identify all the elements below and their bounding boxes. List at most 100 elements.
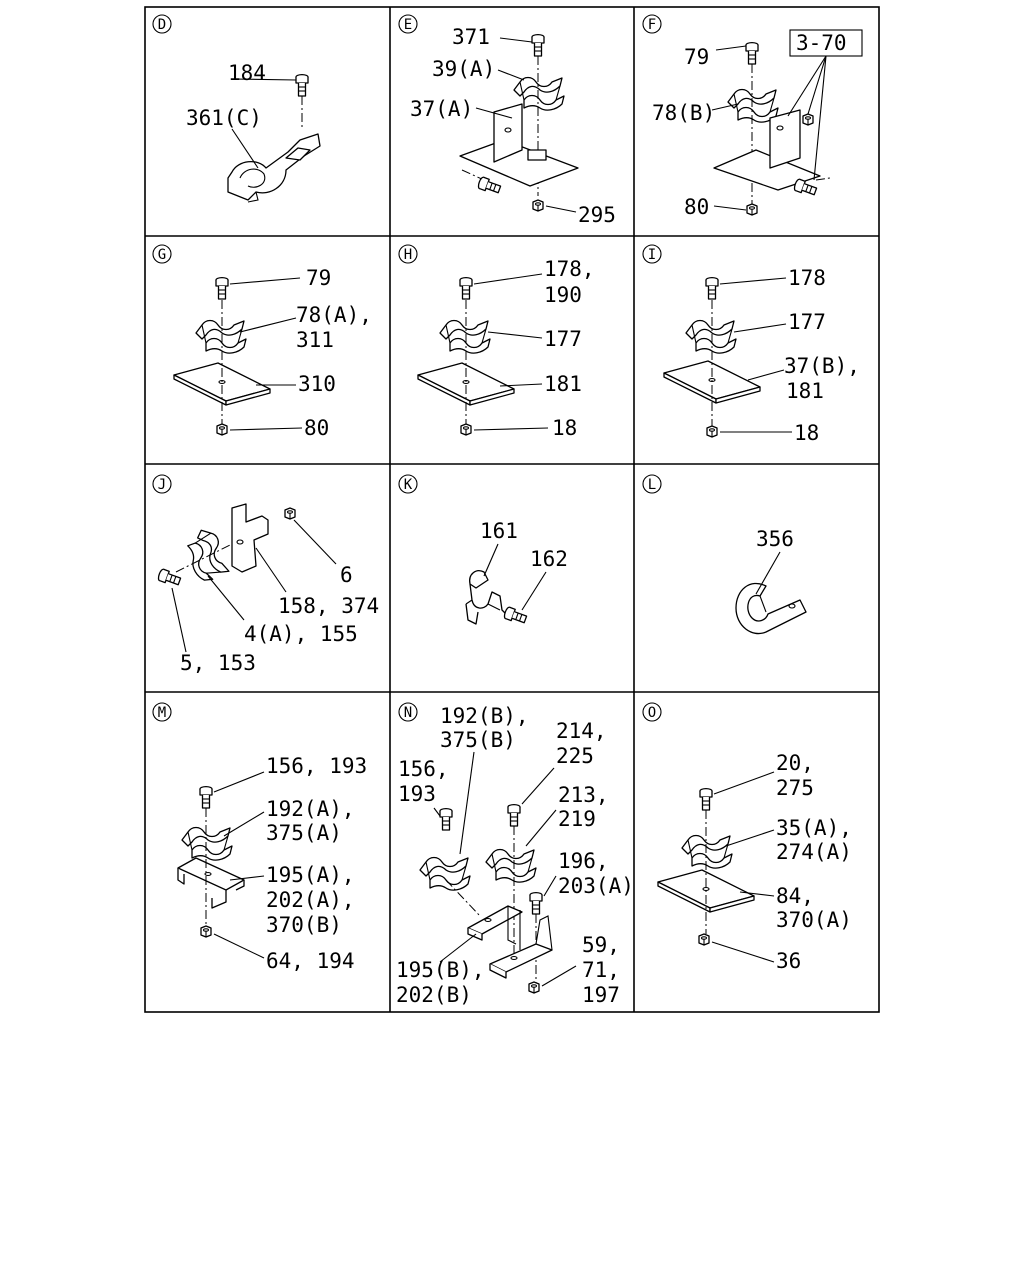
grid-frame — [144, 6, 880, 1013]
reference-box-label: 3-70 — [796, 31, 847, 55]
label-274a: 274(A) — [776, 840, 852, 864]
nut-icon — [216, 423, 228, 436]
label-20: 20, — [776, 751, 814, 775]
nut-icon — [532, 199, 544, 212]
label-177: 177 — [544, 327, 582, 351]
panel-m-letter: M — [158, 705, 166, 721]
bolt-icon — [792, 177, 819, 198]
panel-d: D 184 361(C) — [152, 14, 321, 203]
panel-j-marker — [152, 474, 172, 494]
panel-l: L 356 — [642, 474, 807, 635]
label-370a: 370(A) — [776, 908, 852, 932]
bolt-icon — [745, 41, 759, 65]
clamp-icon — [485, 848, 537, 883]
label-5-153: 5, 153 — [180, 651, 256, 675]
panel-f-marker — [642, 14, 662, 34]
label-35a: 35(A), — [776, 816, 852, 840]
panel-g-marker — [152, 244, 172, 264]
label-6: 6 — [340, 563, 353, 587]
bracket-icon — [467, 905, 553, 979]
panel-l-marker — [642, 474, 662, 494]
label-184: 184 — [228, 61, 266, 85]
panel-k-letter: K — [404, 477, 413, 493]
panel-d-marker — [152, 14, 172, 34]
label-64-194: 64, 194 — [266, 949, 355, 973]
label-203a: 203(A) — [558, 874, 634, 898]
bolt-icon — [699, 787, 713, 811]
label-311: 311 — [296, 328, 334, 352]
nut-icon — [802, 113, 814, 126]
panel-k-marker — [398, 474, 418, 494]
label-84: 84, — [776, 884, 814, 908]
bolt-icon — [199, 785, 213, 809]
label-178: 178 — [788, 266, 826, 290]
label-310: 310 — [298, 372, 336, 396]
label-202b: 202(B) — [396, 983, 472, 1007]
label-37b: 37(B), — [784, 354, 860, 378]
label-193: 193 — [398, 782, 436, 806]
label-156-193: 156, 193 — [266, 754, 367, 778]
label-80: 80 — [684, 195, 709, 219]
panel-o-marker — [642, 702, 662, 722]
panel-j-letter: J — [158, 477, 166, 493]
panel-o-letter: O — [648, 705, 656, 721]
bracket-icon — [231, 503, 269, 573]
clamp-icon — [685, 319, 737, 354]
label-162: 162 — [530, 547, 568, 571]
label-192a: 192(A), — [266, 797, 355, 821]
p-clamp-icon — [735, 582, 807, 635]
bolt-icon — [705, 276, 719, 300]
bolt-icon — [295, 73, 309, 97]
panel-h-marker — [398, 244, 418, 264]
label-275: 275 — [776, 776, 814, 800]
panel-k: K 161 162 — [398, 474, 568, 626]
label-156: 156, — [398, 757, 449, 781]
label-202a: 202(A), — [266, 888, 355, 912]
label-370b: 370(B) — [266, 913, 342, 937]
panel-e-marker — [398, 14, 418, 34]
label-219: 219 — [558, 807, 596, 831]
panel-h: H 178, 190 177 181 18 — [398, 244, 595, 440]
clamp-icon — [181, 525, 231, 585]
panel-j: J 6 158, 374 4(A), 155 5, 153 — [152, 474, 379, 675]
label-177: 177 — [788, 310, 826, 334]
nut-icon — [284, 507, 296, 520]
label-190: 190 — [544, 283, 582, 307]
panel-l-letter: L — [648, 477, 656, 493]
label-197: 197 — [582, 983, 620, 1007]
panel-m: M 156, 193 192(A), 375(A) 195(A), 202(A)… — [152, 702, 367, 973]
label-37a: 37(A) — [410, 97, 473, 121]
label-371: 371 — [452, 25, 490, 49]
label-36: 36 — [776, 949, 801, 973]
nut-icon — [528, 981, 540, 994]
panel-h-letter: H — [404, 247, 412, 263]
panel-m-marker — [152, 702, 172, 722]
label-225: 225 — [556, 744, 594, 768]
panel-e: E 371 39(A) 37(A) 295 — [398, 14, 616, 227]
nut-icon — [460, 423, 472, 436]
label-18: 18 — [794, 421, 819, 445]
clamp-icon — [419, 856, 471, 891]
clamp-icon — [195, 319, 247, 354]
label-195a: 195(A), — [266, 863, 355, 887]
panel-f-letter: F — [648, 17, 656, 33]
panel-n-letter: N — [404, 705, 412, 721]
label-375b: 375(B) — [440, 728, 516, 752]
clip-icon — [465, 570, 507, 625]
label-356: 356 — [756, 527, 794, 551]
bolt-icon — [439, 807, 453, 831]
label-192b: 192(B), — [440, 704, 529, 728]
panel-f: F 3-70 79 78(B) 80 — [642, 14, 863, 219]
nut-icon — [706, 425, 718, 438]
label-18: 18 — [552, 416, 577, 440]
label-79: 79 — [306, 266, 331, 290]
label-161: 161 — [480, 519, 518, 543]
bolt-icon — [476, 175, 503, 196]
nut-icon — [200, 925, 212, 938]
label-181: 181 — [544, 372, 582, 396]
label-178: 178, — [544, 257, 595, 281]
label-158-374: 158, 374 — [278, 594, 379, 618]
label-39a: 39(A) — [432, 57, 495, 81]
label-195b: 195(B), — [396, 958, 485, 982]
